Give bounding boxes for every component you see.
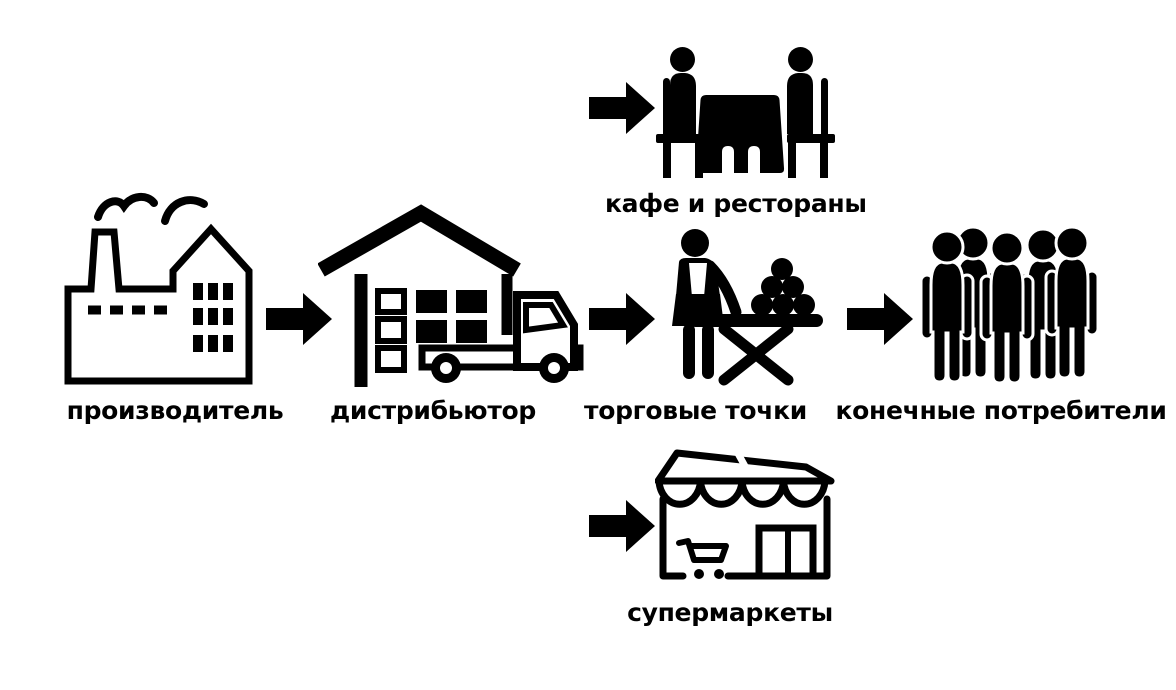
node-producer-label: производитель bbox=[66, 396, 284, 425]
node-cafes-restaurants bbox=[653, 45, 838, 185]
flow-arrow-producer-distributor bbox=[266, 291, 334, 347]
market-stall-icon bbox=[672, 229, 823, 386]
node-producer bbox=[62, 190, 254, 388]
flow-arrow-distributor-cafes bbox=[589, 80, 657, 136]
node-end-consumers-label: конечные потребители bbox=[835, 396, 1167, 425]
node-retail-outlets bbox=[660, 226, 825, 390]
people-crowd-icon bbox=[920, 221, 1105, 385]
flow-arrow-retail-consumers bbox=[847, 291, 915, 347]
node-supermarkets bbox=[655, 447, 835, 590]
node-distributor bbox=[318, 204, 585, 389]
node-supermarkets-label: супермаркеты bbox=[627, 598, 833, 627]
flow-arrow-distributor-retail bbox=[589, 291, 657, 347]
node-distributor-label: дистрибьютор bbox=[330, 396, 536, 425]
node-retail-outlets-label: торговые точки bbox=[584, 396, 807, 425]
cafe-table-icon bbox=[656, 47, 835, 178]
node-cafes-restaurants-label: кафе и рестораны bbox=[605, 189, 867, 218]
storefront-icon bbox=[655, 447, 835, 580]
flow-arrow-distributor-supermarkets bbox=[589, 498, 657, 554]
factory-icon bbox=[64, 193, 253, 385]
warehouse-truck-icon bbox=[318, 204, 584, 387]
node-end-consumers bbox=[920, 221, 1105, 385]
